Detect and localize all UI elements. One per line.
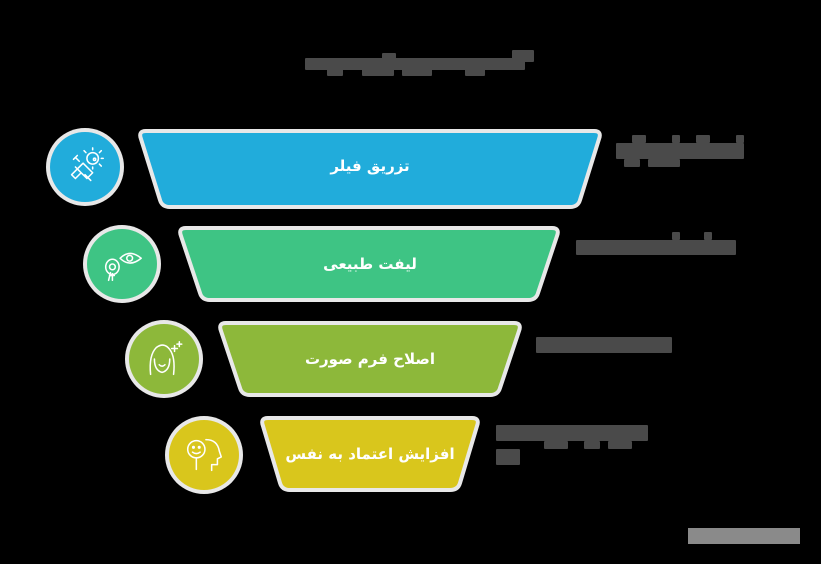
funnel-stage-2-label: لیفت طبیعی — [323, 255, 417, 273]
funnel-stage-1-shape — [138, 129, 602, 209]
footer-watermark — [688, 528, 800, 544]
stage-2-note — [576, 232, 736, 257]
funnel-stage-3-shape — [218, 321, 522, 397]
stage-4-note — [496, 423, 656, 465]
funnel-stage-1-label: تزریق فیلر — [330, 157, 410, 175]
syringe-virus-icon — [50, 132, 120, 202]
funnel-stage-3-label: اصلاح فرم صورت — [304, 350, 436, 368]
funnel-stage-4-label: افزایش اعتماد به نفس — [285, 445, 455, 463]
diagram-title — [287, 50, 537, 76]
stage-1-note — [616, 135, 746, 180]
funnel-stage-4-shape — [260, 416, 480, 492]
stage-3-note — [536, 329, 676, 353]
smiley-head-icon — [169, 420, 239, 490]
face-sparkle-icon — [129, 324, 199, 394]
funnel-stage-2-shape — [178, 226, 560, 302]
eye-contact-lens-icon — [87, 229, 157, 299]
